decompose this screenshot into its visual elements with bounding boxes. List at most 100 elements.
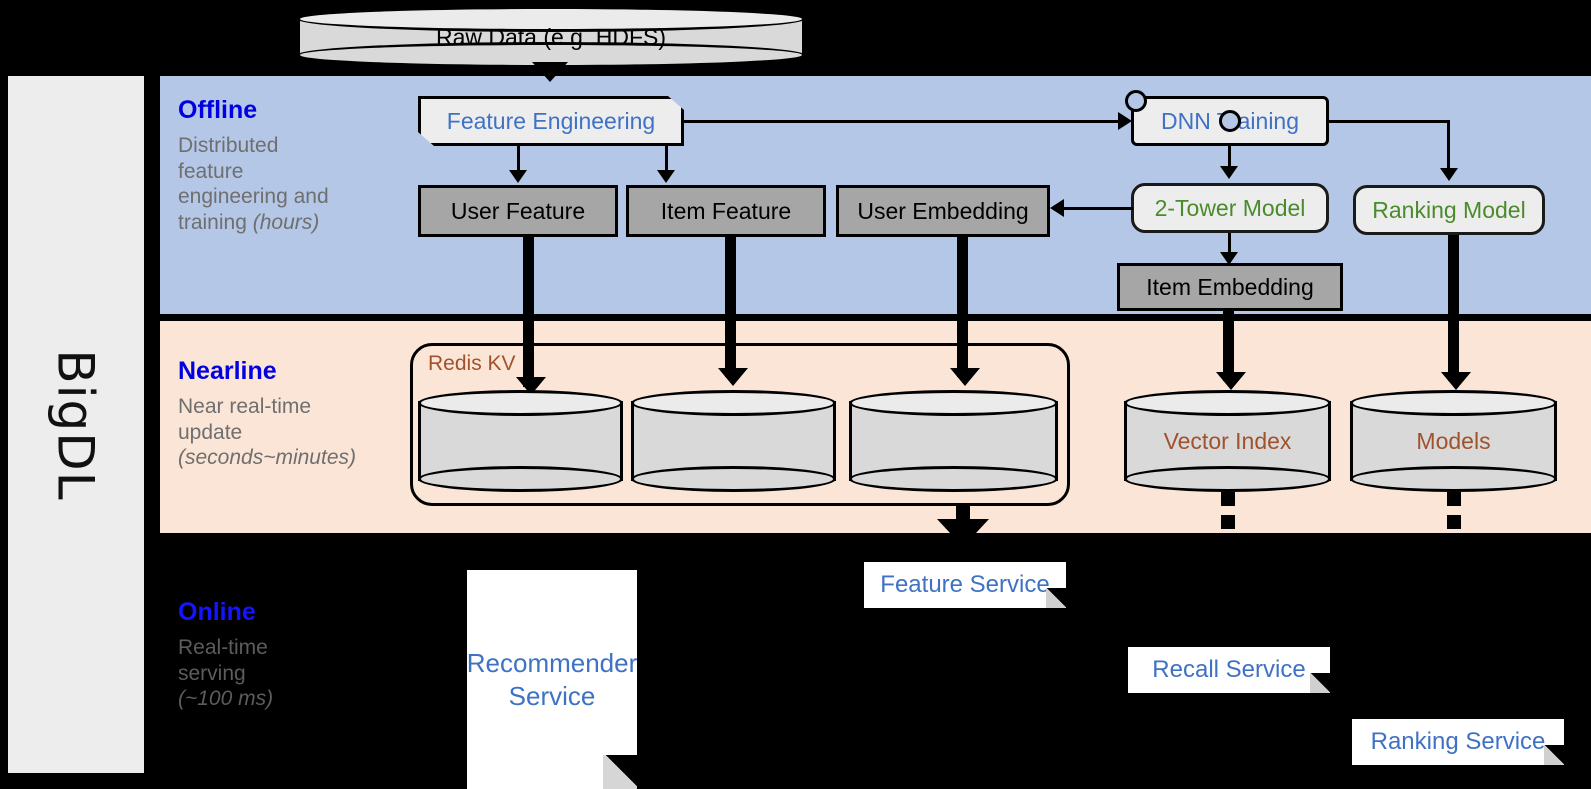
online-desc-l1: Real-time <box>178 636 268 659</box>
dashed-link-feature-service <box>956 506 970 520</box>
node-recall-service[interactable]: Recall Service <box>1128 647 1330 693</box>
node-two-tower-model[interactable]: 2-Tower Model <box>1131 183 1329 233</box>
models-label: Models <box>1416 427 1491 454</box>
block-arrow-feature-service <box>937 519 989 547</box>
arrowhead-fe-userfeature <box>509 170 527 183</box>
cylinder-top <box>1124 390 1331 416</box>
offline-desc-l4: training <box>178 210 253 234</box>
redis-kv-label: Redis KV <box>428 352 516 375</box>
feature-engineering-label: Feature Engineering <box>446 107 656 134</box>
arrowhead-twotower-itemembedding <box>1220 252 1238 265</box>
node-item-embedding[interactable]: Item Embedding <box>1117 263 1343 311</box>
raw-data-label: Raw Data (e.g. HDFS) <box>435 23 667 50</box>
arrowhead-fe-dnn <box>1118 112 1132 130</box>
cylinder-top <box>631 390 836 416</box>
offline-title: Offline <box>178 96 258 124</box>
online-desc-l2: serving <box>178 661 246 685</box>
cylinder-top <box>297 6 805 32</box>
connector-twotower-itemembedding <box>1228 233 1231 255</box>
connector-fe-dnn <box>684 120 1120 123</box>
feeder-itemembedding <box>1223 311 1234 381</box>
models-cylinder[interactable]: Models <box>1350 390 1557 492</box>
feature-service-label: Feature Service <box>880 571 1050 598</box>
cylinder-bottom <box>849 466 1058 492</box>
item-feature-label: Item Feature <box>660 197 792 224</box>
node-dnn-training[interactable]: DNN Training <box>1125 90 1329 146</box>
node-feature-engineering[interactable]: Feature Engineering <box>418 96 684 146</box>
cylinder-bottom <box>418 466 623 492</box>
offline-desc-emph: (hours) <box>252 210 320 234</box>
arrowhead-dnn-ranking <box>1440 168 1458 181</box>
store-item-feature-cylinder[interactable] <box>631 390 836 492</box>
page-fold-icon <box>1544 745 1564 765</box>
node-recommender-service[interactable]: Recommender Service <box>467 570 637 789</box>
nearline-title: Nearline <box>178 357 277 385</box>
arrowhead-feeder-userembedding <box>950 368 980 386</box>
page-fold-icon <box>603 755 637 789</box>
nearline-desc-l2: update <box>178 420 243 444</box>
store-1-label <box>418 390 623 492</box>
dashed-link-recall-b <box>1221 515 1235 529</box>
user-embedding-label: User Embedding <box>857 197 1029 224</box>
node-user-feature[interactable]: User Feature <box>418 185 618 237</box>
item-embedding-label: Item Embedding <box>1146 273 1314 300</box>
store-user-embedding-cylinder[interactable] <box>849 390 1058 492</box>
recommender-service-label: Recommender Service <box>467 647 638 712</box>
arrowhead-twotower-userembedding <box>1050 199 1064 217</box>
caption-online: Online Real-time serving (~100 ms) <box>178 598 273 712</box>
node-ranking-model[interactable]: Ranking Model <box>1353 185 1545 235</box>
bigdl-label: BigDL <box>47 348 106 501</box>
arrowhead-feeder-itemembedding <box>1216 372 1246 390</box>
nearline-desc-emph: (seconds~minutes) <box>178 446 356 470</box>
connector-dnn-twotower <box>1228 146 1231 167</box>
user-feature-label: User Feature <box>450 197 586 224</box>
connector-fe-userfeature <box>517 146 520 171</box>
feeder-userembedding <box>957 237 968 377</box>
feeder-userfeature <box>523 237 534 387</box>
cylinder-bottom <box>1350 466 1557 492</box>
node-ranking-service[interactable]: Ranking Service <box>1352 719 1564 765</box>
raw-data-cylinder: Raw Data (e.g. HDFS) <box>297 6 805 68</box>
online-description: Real-time serving (~100 ms) <box>178 635 273 712</box>
vector-index-cylinder[interactable]: Vector Index <box>1124 390 1331 492</box>
cylinder-bottom <box>1124 466 1331 492</box>
two-tower-model-label: 2-Tower Model <box>1154 194 1306 221</box>
online-title: Online <box>178 598 256 626</box>
store-user-feature-cylinder[interactable] <box>418 390 623 492</box>
ranking-service-label: Ranking Service <box>1370 728 1546 755</box>
arrowhead-fe-itemfeature <box>657 170 675 183</box>
node-item-feature[interactable]: Item Feature <box>626 185 826 237</box>
node-user-embedding[interactable]: User Embedding <box>836 185 1050 237</box>
dnn-training-label: DNN Training <box>1160 107 1300 134</box>
caption-offline: Offline Distributed feature engineering … <box>178 96 329 235</box>
feeder-itemfeature <box>725 237 736 377</box>
bigdl-panel: BigDL <box>8 76 144 773</box>
arrowhead-dnn-twotower <box>1220 166 1238 179</box>
redis-kv-container <box>410 343 1070 506</box>
ranking-model-label: Ranking Model <box>1372 196 1526 223</box>
vector-index-label: Vector Index <box>1163 427 1292 454</box>
page-fold-icon <box>1046 588 1066 608</box>
connector-dnn-ranking-v <box>1447 120 1450 169</box>
dashed-link-recall-a <box>1221 492 1235 506</box>
arrowhead-feeder-rankingmodel <box>1441 372 1471 390</box>
cylinder-bottom <box>631 466 836 492</box>
caption-nearline: Nearline Near real-time update (seconds~… <box>178 357 356 471</box>
dashed-link-ranking-b <box>1447 515 1461 529</box>
offline-desc-l3: engineering and <box>178 185 329 209</box>
connector-dnn-ranking-h <box>1329 120 1450 123</box>
arrowhead-rawdata-fe <box>532 62 568 82</box>
page-fold-icon <box>1310 673 1330 693</box>
offline-desc-l2: feature <box>178 159 244 183</box>
store-2-label <box>631 390 836 492</box>
recommender-service-l1: Recommender <box>466 648 638 678</box>
arrowhead-feeder-itemfeature <box>718 368 748 386</box>
offline-description: Distributed feature engineering and trai… <box>178 133 329 235</box>
store-3-label <box>849 390 1058 492</box>
dashed-link-ranking-a <box>1447 492 1461 506</box>
recommender-service-l2: Service <box>508 680 596 711</box>
offline-desc-l1: Distributed <box>178 134 279 157</box>
recall-service-label: Recall Service <box>1152 656 1306 683</box>
node-feature-service[interactable]: Feature Service <box>864 562 1066 608</box>
